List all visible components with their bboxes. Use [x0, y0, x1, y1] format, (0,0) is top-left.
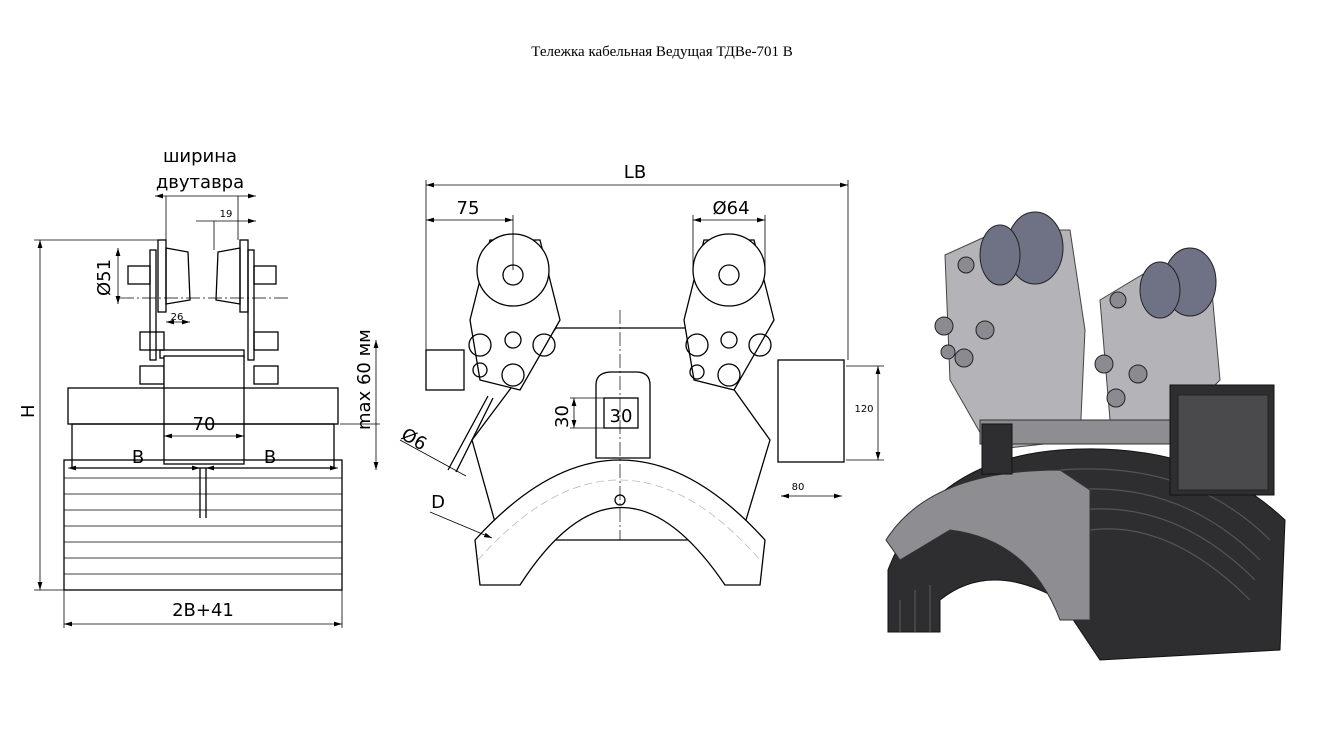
dim-30-horizontal: 30	[610, 406, 633, 427]
dim-d64: Ø64	[712, 198, 749, 219]
isometric-render	[885, 211, 1286, 661]
dim-75: 75	[457, 198, 480, 219]
dim-d: D	[431, 492, 445, 513]
dim-d6: Ø6	[398, 424, 431, 455]
drawing-title: Тележка кабельная Ведущая ТДВе-701 В	[531, 44, 793, 60]
dim-lb: LB	[624, 162, 646, 183]
dim-26: 26	[171, 312, 184, 323]
beam-width-label-2: двутавра	[156, 172, 244, 193]
dim-19: 19	[220, 209, 233, 220]
beam-width-label-1: ширина	[163, 146, 237, 167]
dim-120: 120	[854, 404, 873, 415]
front-view: LB 75 Ø64 Ø6 30 30 120 80 D	[398, 162, 884, 586]
dim-d51: Ø51	[94, 259, 115, 296]
dim-2b-41: 2B+41	[172, 600, 234, 621]
side-view: ширина двутавра 19 Ø51 26 70 B B max 60 …	[18, 146, 380, 628]
dim-h: H	[18, 404, 39, 418]
dim-max-60: max 60 мм	[354, 329, 375, 430]
dim-b-left: B	[132, 447, 144, 468]
dim-30-vertical: 30	[552, 405, 573, 428]
dim-b-right: B	[264, 447, 276, 468]
dim-80: 80	[792, 482, 805, 493]
dim-70: 70	[193, 414, 216, 435]
